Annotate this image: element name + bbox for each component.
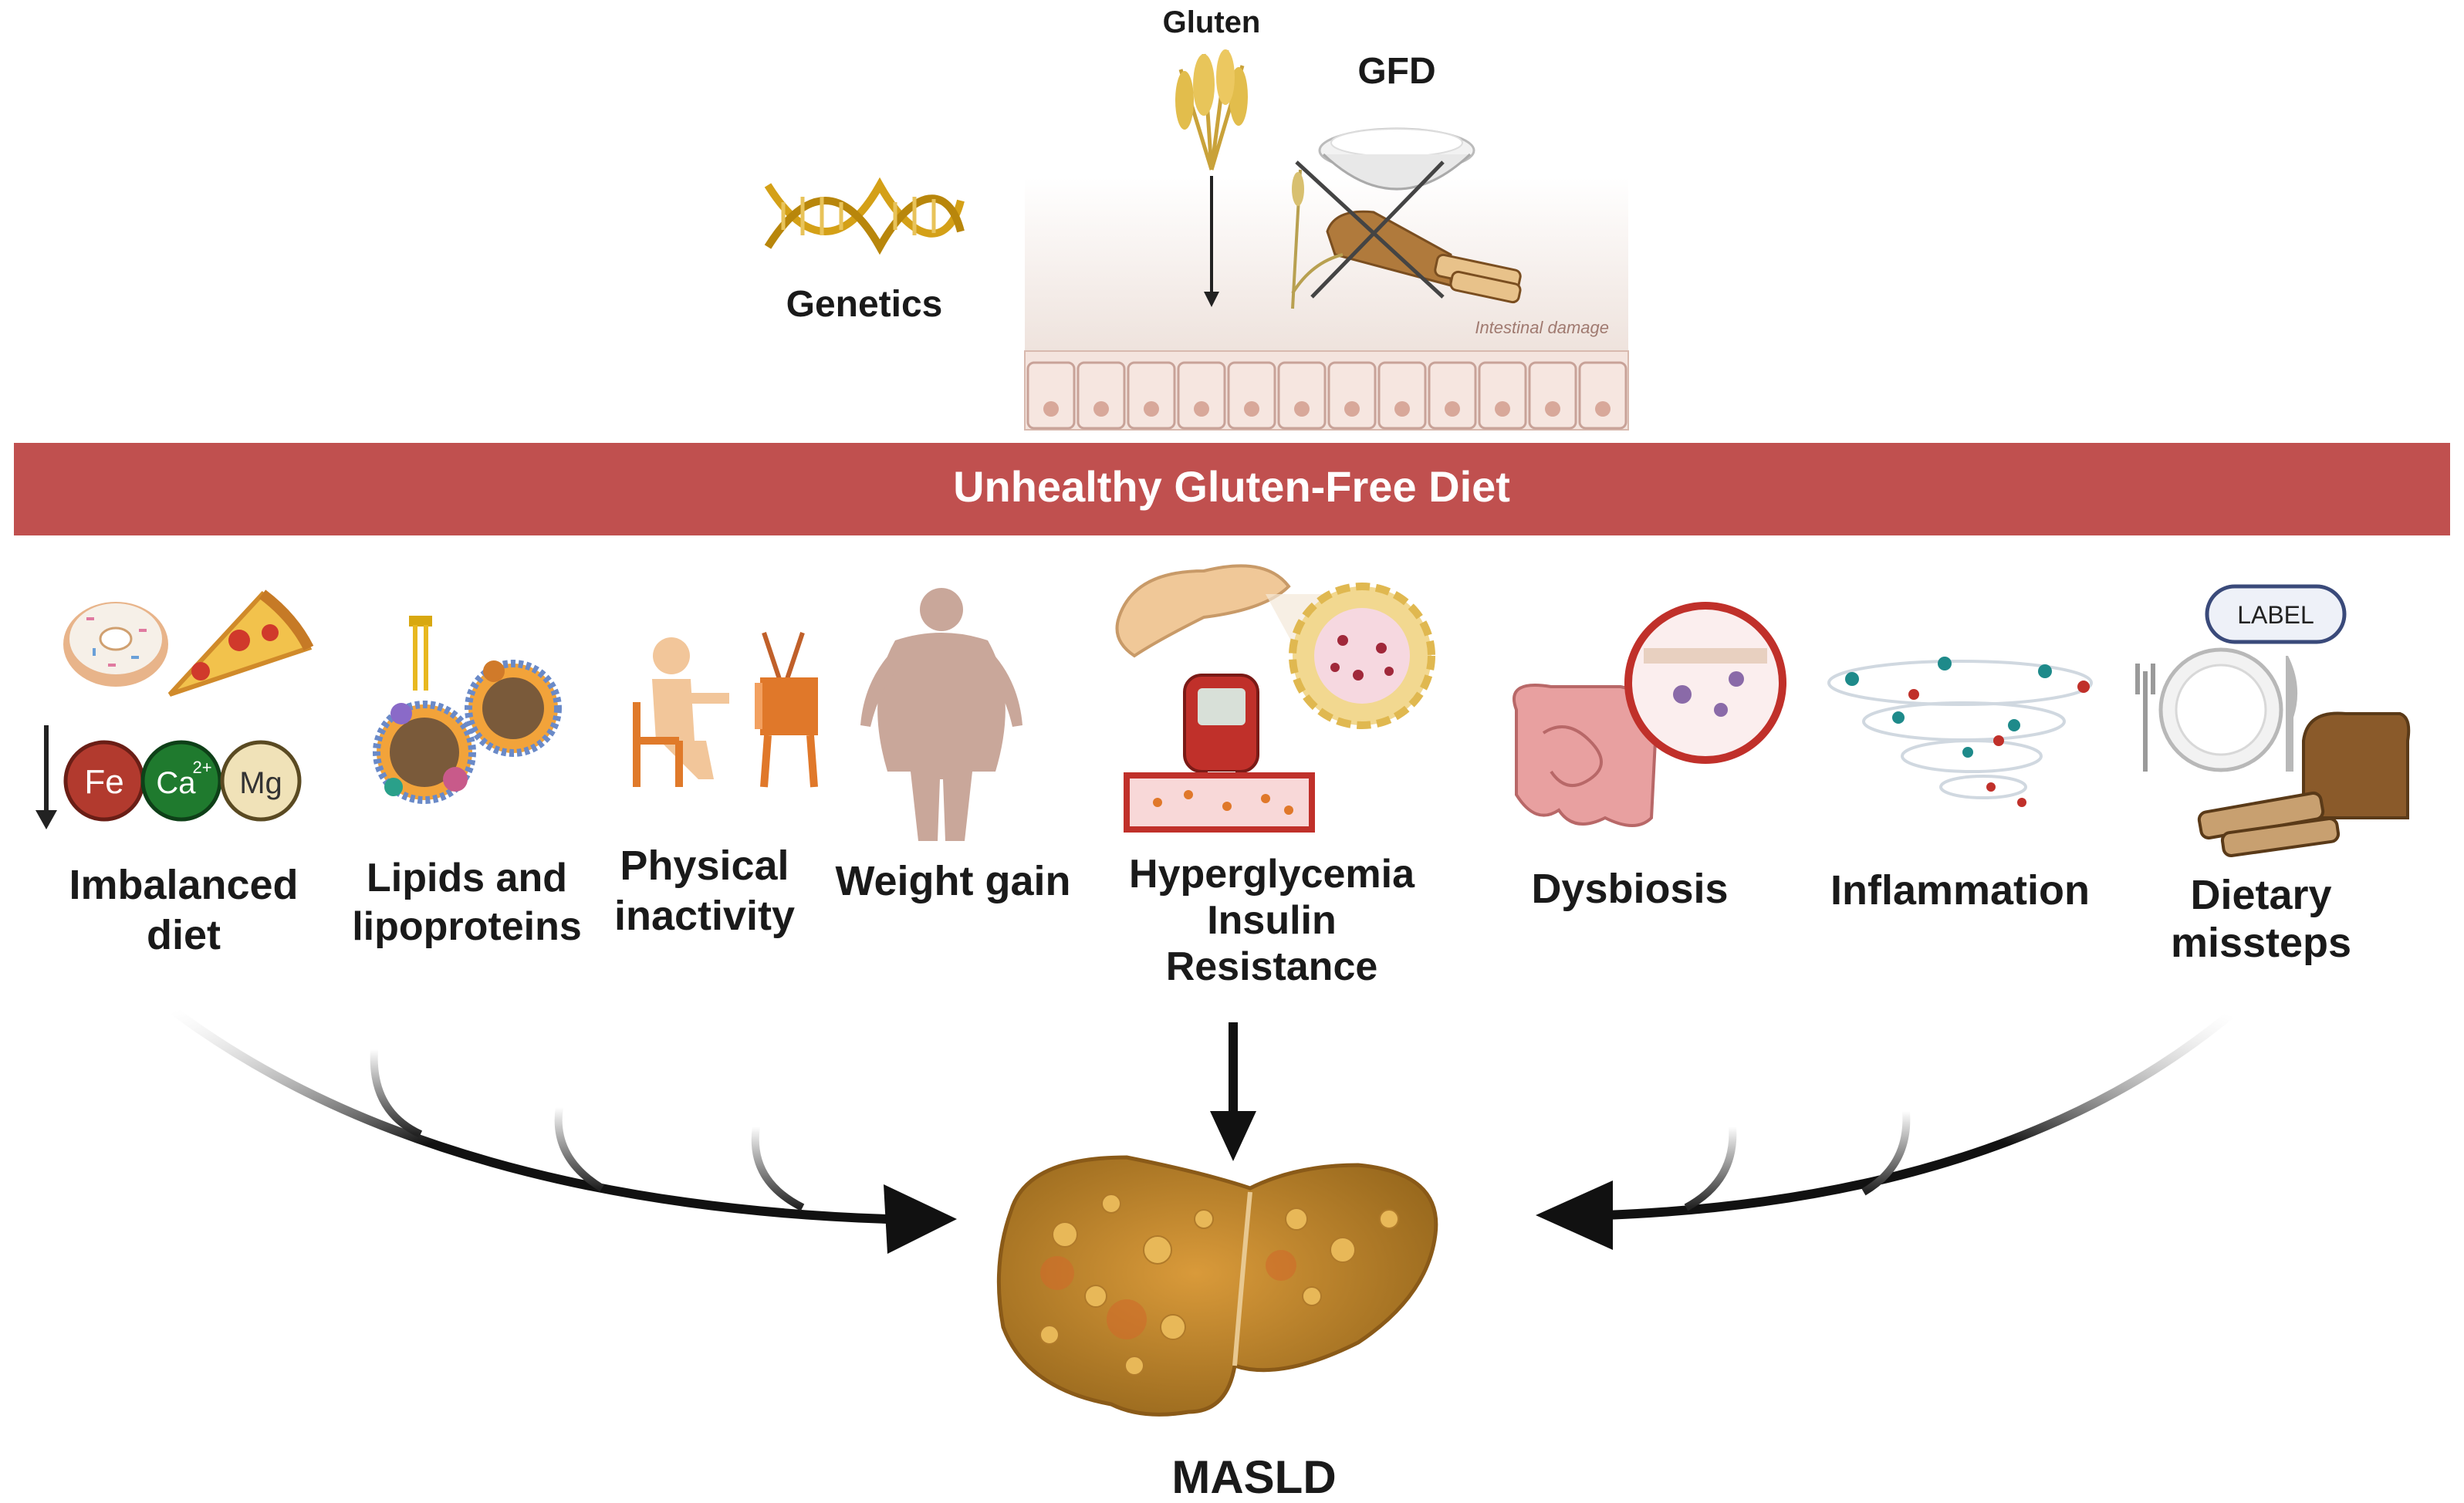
cell-nucleus <box>1545 401 1560 417</box>
left-converging-arrow <box>171 1007 957 1254</box>
gluten-label: Gluten <box>1163 5 1261 39</box>
lipids-label-2: lipoproteins <box>352 904 582 949</box>
physical-label-1: Physical <box>620 843 789 889</box>
intestine-panel: Intestinal damage <box>1024 177 1629 431</box>
cell-nucleus <box>1144 401 1159 417</box>
genetics-label: Genetics <box>786 284 943 325</box>
epithelial-cell <box>1026 361 1076 430</box>
imbalanced-label-1: Imbalanced <box>69 862 298 908</box>
cell-nucleus <box>1344 401 1360 417</box>
tv-icon <box>755 632 818 788</box>
weight-gain-label: Weight gain <box>836 858 1071 904</box>
cell-nucleus <box>1394 401 1410 417</box>
cell-nucleus <box>1595 401 1611 417</box>
epithelial-cell <box>1528 361 1577 430</box>
epithelial-cell <box>1227 361 1276 430</box>
magnesium-label: Mg <box>239 766 282 800</box>
decrease-arrow <box>35 725 57 829</box>
intestine-icon <box>1513 684 1658 827</box>
imbalanced-label-2: diet <box>147 912 221 958</box>
intestinal-damage-label: Intestinal damage <box>1475 318 1609 337</box>
pancreatic-islet-icon <box>1289 583 1435 729</box>
hyperglycemia-label-2: Insulin <box>1207 898 1337 943</box>
pizza-icon <box>167 589 314 697</box>
label-tag: LABEL <box>2205 584 2347 644</box>
epithelial-cell <box>1277 361 1327 430</box>
intestinal-villi <box>1024 350 1629 431</box>
iron-badge: Fe <box>63 740 145 822</box>
fork-icon <box>2135 664 2155 772</box>
epithelial-cell <box>1077 361 1126 430</box>
calcium-charge: 2+ <box>192 758 211 777</box>
epithelial-cell <box>1327 361 1377 430</box>
sitting-person-icon <box>633 637 729 787</box>
donut-icon <box>63 602 168 687</box>
dietary-label-1: Dietary <box>2190 872 2331 918</box>
cell-nucleus <box>1093 401 1109 417</box>
fatty-liver-icon <box>996 1155 1438 1417</box>
wheat-icon <box>1175 49 1248 171</box>
hyperglycemia-label-1: Hyperglycemia <box>1129 852 1415 897</box>
center-arrow <box>1210 1022 1256 1161</box>
cross-out-icon <box>1295 160 1445 299</box>
dna-icon <box>764 177 965 255</box>
lipoprotein-icon <box>373 701 476 804</box>
dysbiosis-label: Dysbiosis <box>1531 866 1728 912</box>
epithelial-cell <box>1478 361 1527 430</box>
epithelial-cell <box>1377 361 1427 430</box>
blood-vessel-icon <box>1124 772 1315 833</box>
rice-bowl-icon <box>1318 127 1475 191</box>
phospholipid-icon <box>409 616 432 691</box>
label-tag-text: LABEL <box>2237 601 2314 629</box>
calcium-label: Ca <box>156 766 196 800</box>
gluten-arrow <box>1204 176 1219 307</box>
lipoprotein-icon-2 <box>465 660 562 757</box>
magnesium-badge: Mg <box>220 740 302 822</box>
right-converging-arrow <box>1536 1011 2233 1250</box>
cell-nucleus <box>1244 401 1259 417</box>
inflammation-label: Inflammation <box>1830 867 2090 914</box>
bread-loaf-icon <box>2197 711 2411 857</box>
cell-nucleus <box>1445 401 1460 417</box>
epithelial-cell <box>1428 361 1477 430</box>
iron-label: Fe <box>84 763 123 801</box>
cell-nucleus <box>1043 401 1059 417</box>
physical-label-2: inactivity <box>614 893 795 939</box>
gfd-label: GFD <box>1357 51 1435 92</box>
lipids-label-1: Lipids and <box>367 856 567 900</box>
banner-title: Unhealthy Gluten-Free Diet <box>953 462 1510 511</box>
banner <box>14 443 2450 535</box>
calcium-badge: Ca 2+ <box>140 740 222 822</box>
cytokine-storm-icon <box>1827 657 2093 807</box>
epithelial-cell <box>1177 361 1226 430</box>
plate-icon <box>2158 647 2283 772</box>
cell-nucleus <box>1294 401 1310 417</box>
epithelial-cell <box>1127 361 1176 430</box>
masld-label: MASLD <box>1171 1451 1336 1503</box>
microbiome-magnified-icon <box>1624 602 1786 764</box>
glucometer-icon <box>1183 674 1259 787</box>
knife-icon <box>2286 656 2298 772</box>
cell-nucleus <box>1194 401 1209 417</box>
dietary-label-2: missteps <box>2171 920 2351 966</box>
cell-nucleus <box>1495 401 1510 417</box>
overweight-person-icon <box>860 588 1022 841</box>
hyperglycemia-label-3: Resistance <box>1166 944 1378 989</box>
epithelial-cell <box>1578 361 1627 430</box>
wheat-stalk-icon <box>1291 169 1344 309</box>
